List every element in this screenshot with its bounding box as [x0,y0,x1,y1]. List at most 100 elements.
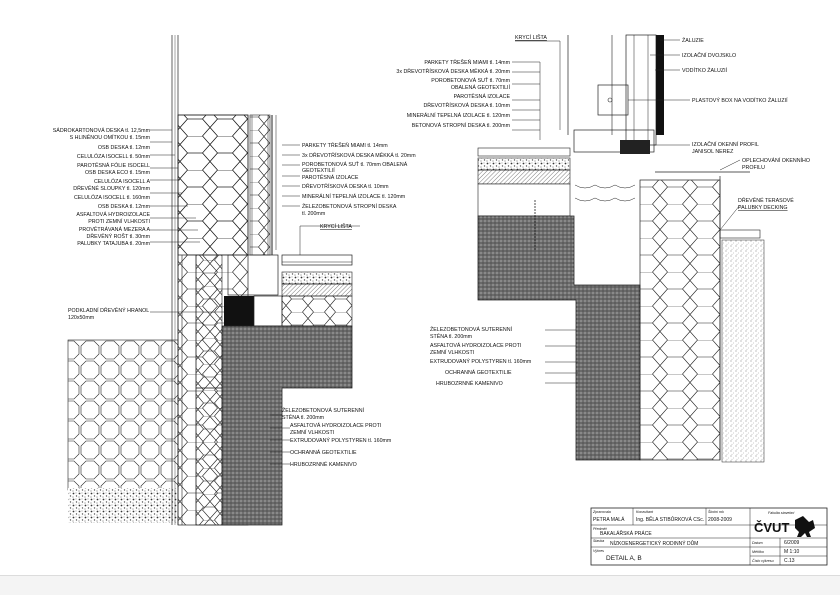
tb-vykres-label: Výkres [593,549,604,553]
label-b-oplech-0: OPLECHOVÁNÍ OKENNÍHO [742,157,810,164]
label-b-palubky-1: PALUBKY DECKING [738,205,788,211]
detail-a-stud [250,115,270,255]
label-a-floor-3: GEOTEXTILIÍ [302,167,335,174]
label-a-found-6: HRUBOZRNNÉ KAMENIVO [290,461,357,468]
label-a-found-3: ZEMNÍ VLHKOSTI [290,429,334,436]
detail-b-gravel-right [722,240,764,462]
tb-faculty: Fakulta stavební [768,511,795,515]
label-a-left-1: S HLINĚNOU OMÍTKOU tl. 15mm [70,133,151,141]
tb-stavba-label: Stavba [593,539,604,543]
label-a-floor-6: MINERÁLNÍ TEPELNÁ IZOLACE tl. 120mm [302,193,406,200]
tb-consultant-label: Konzultant [636,510,654,514]
label-b-floor-1: 3x DŘEVOTŘÍSKOVÁ DESKA MĚKKÁ tl. 20mm [396,67,510,75]
tb-stavba: NÍZKOENERGETICKÝ RODINNÝ DŮM [610,540,698,547]
label-a-left-13: DŘEVĚNÝ ROŠT tl. 30mm [87,232,151,240]
label-b-floor-4: PAROTĚSNÁ IZOLACE [454,92,511,100]
label-a-found-5: OCHRANNÁ GEOTEXTILIE [290,449,357,456]
label-b-floor-6: MINERÁLNÍ TEPELNÁ IZOLACE tl. 120mm [407,112,511,119]
label-b-floor-7: BETONOVÁ STROPNÍ DESKA tl. 200mm [412,122,511,129]
detail-a-floor-layers [282,255,352,265]
tb-vykres: DETAIL A, B [606,555,642,562]
label-a-left-14: PALUBKY TATAJUBA tl. 20mm [77,241,150,247]
label-a-floor-5: DŘEVOTŘÍSKOVÁ DESKA tl. 10mm [302,182,389,190]
label-b-floor-5: DŘEVOTŘÍSKOVÁ DESKA tl. 10mm [423,101,510,109]
label-a-found-4: EXTRUDOVANÝ POLYSTYREN tl. 160mm [290,437,392,444]
tb-author-label: Zpracovala [592,510,611,514]
detail-a-foundation-labels: ŽELEZOBETONOVÁ SUTERENNÍ STĚNA tl. 200mm… [282,406,392,468]
label-b-box: PLASTOVÝ BOX NA VODÍTKO ŽALUZIÍ [692,96,788,104]
label-a-left-7: DŘEVĚNÉ SLOUPKY tl. 120mm [73,184,150,192]
label-b-found-2: ASFALTOVÁ HYDROIZOLACE PROTI [430,342,521,349]
detail-b-floor-layers [478,148,570,156]
tb-meritko: M 1:10 [784,549,800,555]
label-a-hranol-1: 120x50mm [68,315,95,321]
label-a-left-8: CELULÓZA ISOCELL tl. 160mm [74,194,151,201]
label-a-left-5: OSB DESKA ECO tl. 15mm [85,170,151,176]
label-b-found-1: STĚNA tl. 200mm [430,332,473,340]
detail-a-left-labels: SÁDROKARTONOVÁ DESKA tl. 12,5mm S HLINĚN… [53,127,151,247]
label-a-left-11: PROTI ZEMNÍ VLHKOSTI [88,218,150,225]
label-a-floor-2: POROBETONOVÁ SUŤ tl. 70mm OBALENÁ [302,160,408,168]
tb-subject: BAKALÁŘSKÁ PRÁCE [600,529,652,537]
cvut-logo: ČVUT [754,520,789,535]
label-b-palubky-0: DŘEVĚNÉ TERASOVÉ [738,196,794,204]
label-a-hranol-0: PODKLADNÍ DŘEVĚNÝ HRANOL [68,306,149,314]
detail-a-gravel-left [68,488,178,523]
label-a-left-0: SÁDROKARTONOVÁ DESKA tl. 12,5mm [53,127,151,134]
title-block: Zpracovala PETRA MALÁ Konzultant Ing. BĚ… [591,508,827,565]
tb-year-label: Školní rok [708,509,724,514]
detail-b-xps [640,180,720,460]
label-a-left-10: ASFALTOVÁ HYDROIZOLACE [76,211,150,218]
label-a-floor-8: tl. 200mm [302,211,326,217]
detail-a-floor-labels: PARKETY TŘEŠEŇ MIAMI tl. 14mm 3x DŘEVOTŘ… [302,141,416,217]
label-a-left-9: OSB DESKA tl. 12mm [98,204,151,210]
label-a-left-4: PAROTĚSNÁ FÓLIE ISOCELL [77,161,150,169]
tb-datum-label: Datum [752,541,763,545]
label-b-found-4: EXTRUDOVANÝ POLYSTYREN tl. 160mm [430,358,532,365]
label-a-floor-1: 3x DŘEVOTŘÍSKOVÁ DESKA MĚKKÁ tl. 20mm [302,151,416,159]
tb-cislo-label: Číslo výkresu [752,558,774,563]
label-a-left-3: CELULÓZA ISOCELL tl. 50mm [77,153,151,160]
tb-meritko-label: Měřítko [752,550,764,554]
label-b-profil-1: JANISOL NEREZ [692,149,734,155]
label-b-floor-3: OBALENÁ GEOTEXTILIÍ [451,84,511,91]
label-b-voditko: VODÍTKO ŽALUZIÍ [682,66,728,74]
label-b-dvojsklo: IZOLAČNÍ DVOJSKLO [682,52,736,59]
label-b-zaluzie: ŽALUZIE [682,36,704,44]
detail-b-foundation-labels: ŽELEZOBETONOVÁ SUTERENNÍ STĚNA tl. 200mm… [430,325,532,387]
drawing-sheet: Zpracovala PETRA MALÁ Konzultant Ing. BĚ… [0,0,840,575]
label-a-left-2: OSB DESKA tl. 12mm [98,145,151,151]
label-a-floor-0: PARKETY TŘEŠEŇ MIAMI tl. 14mm [302,141,388,149]
label-a-found-1: STĚNA tl. 200mm [282,413,325,421]
detail-b-window-frame [626,35,656,145]
tb-cislo: C.13 [784,558,795,564]
label-a-found-0: ŽELEZOBETONOVÁ SUTERENNÍ [282,406,365,414]
detail-a-wall-upper [178,115,248,255]
label-b-floor-2: POROBETONOVÁ SUŤ tl. 70mm [431,76,510,84]
label-b-profil-0: IZOLAČNÍ OKENNÍ PROFIL [692,141,759,148]
label-b-floor-0: PARKETY TŘEŠEŇ MIAMI tl. 14mm [424,58,510,66]
label-b-found-0: ŽELEZOBETONOVÁ SUTERENNÍ [430,325,513,333]
detail-a-octagon-insulation [68,340,178,490]
label-b-kryci-lista: KRYCÍ LIŠTA [515,34,547,41]
label-a-floor-7: ŽELEZOBETONOVÁ STROPNÍ DESKA [302,202,397,210]
label-b-found-3: ZEMNÍ VLHKOSTI [430,349,474,356]
label-a-floor-4: PAROTĚSNÁ IZOLACE [302,173,359,181]
tb-consultant: Ing. BĚLA STIBŮRKOVÁ CSc. [636,515,704,523]
detail-b-floor-labels: PARKETY TŘEŠEŇ MIAMI tl. 14mm 3x DŘEVOTŘ… [396,58,510,129]
detail-b-concrete [478,216,640,460]
detail-a-wooden-beam [224,296,254,326]
label-b-found-5: OCHRANNÁ GEOTEXTILIE [445,369,512,376]
label-b-oplech-1: PROFILU [742,165,765,171]
label-a-left-12: PROVĚTRÁVANÁ MEZERA A [79,225,151,233]
tb-year: 2008-2009 [708,517,732,523]
viewer-bottom-bar [0,575,840,595]
label-b-found-6: HRUBOZRNNÉ KAMENIVO [436,380,503,387]
construction-detail-drawing: Zpracovala PETRA MALÁ Konzultant Ing. BĚ… [0,0,840,575]
label-a-left-6: CELULÓZA ISOCELL A [94,178,151,185]
tb-datum: 6/2009 [784,540,800,546]
label-a-found-2: ASFALTOVÁ HYDROIZOLACE PROTI [290,422,381,429]
tb-author: PETRA MALÁ [593,516,625,523]
label-a-kryci-lista: KRYCÍ LIŠTA [320,223,352,230]
detail-b-blind-box [598,85,628,115]
